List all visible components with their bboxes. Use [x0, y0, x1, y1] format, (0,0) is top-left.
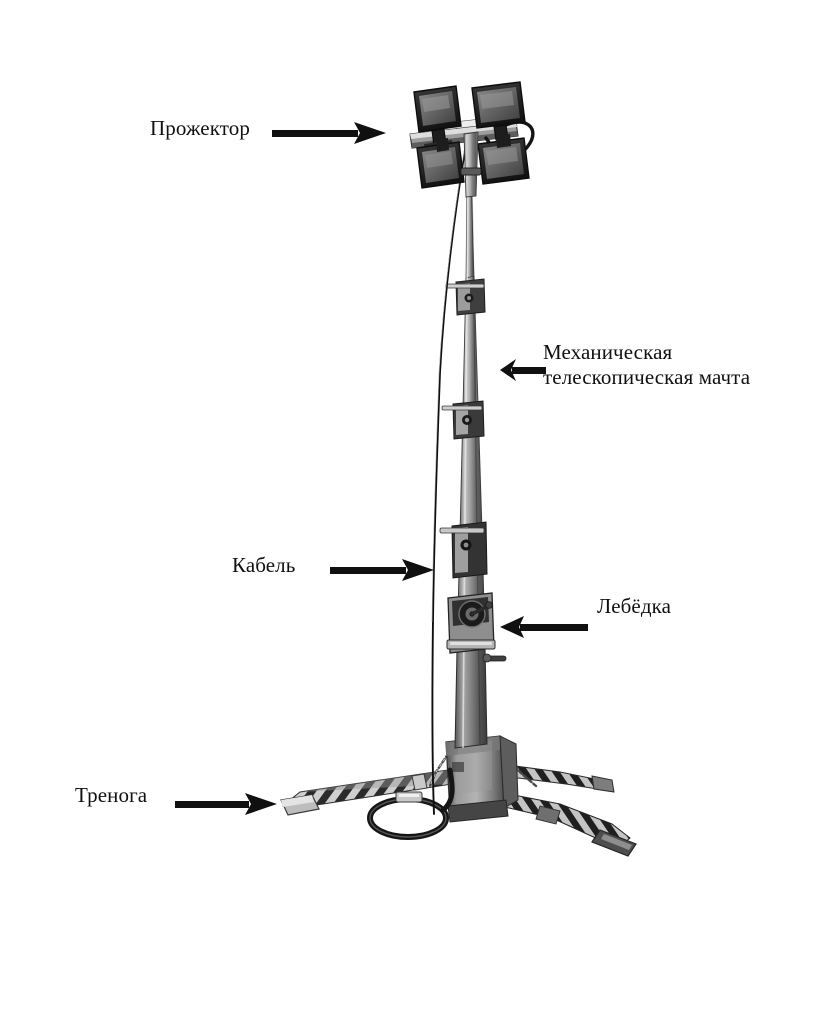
- callout-arrow-cable: [330, 557, 436, 583]
- hoist-cable: [431, 149, 466, 815]
- winch-assembly: [446, 592, 496, 654]
- coiled-power-cable: [367, 767, 455, 840]
- floodlight-upper-right: [471, 81, 526, 141]
- mast-clamp-mid: [441, 400, 485, 440]
- hoist-cable-highlight: [431, 151, 465, 623]
- mast-clamp-lower: [439, 521, 488, 579]
- base-box: [445, 735, 519, 823]
- callout-arrow-projector: [272, 120, 388, 146]
- floodlight-lower-right: [477, 134, 530, 185]
- tripod-leg-right-back: [469, 759, 615, 793]
- telescopic-mast: [454, 177, 488, 749]
- callout-label-winch: Лебёдка: [597, 594, 672, 618]
- callout-arrow-tripod: [175, 791, 279, 817]
- mast-clamp-upper: [445, 278, 486, 316]
- tripod-legs: [280, 759, 637, 857]
- tripod-leg-left: [280, 769, 453, 816]
- callout-label-tripod: Тренога: [75, 783, 148, 807]
- tripod-chains-highlight: [429, 747, 515, 787]
- callout-label-cable: Кабель: [232, 553, 296, 577]
- light-head-assembly: [409, 81, 535, 198]
- callout-arrow-winch: [500, 614, 588, 640]
- callout-label-mast: Механическая телескопическая мачта: [543, 340, 751, 389]
- tripod-leg-right-front: [465, 785, 637, 857]
- floodlight-upper-left: [413, 85, 462, 152]
- tripod-chains: [428, 746, 538, 788]
- mast-lever: [482, 653, 507, 663]
- mast-clamps: [439, 278, 507, 663]
- callout-arrow-mast: [500, 357, 546, 383]
- floodlight-lower-left: [416, 138, 465, 189]
- callout-label-projector: Прожектор: [150, 116, 250, 140]
